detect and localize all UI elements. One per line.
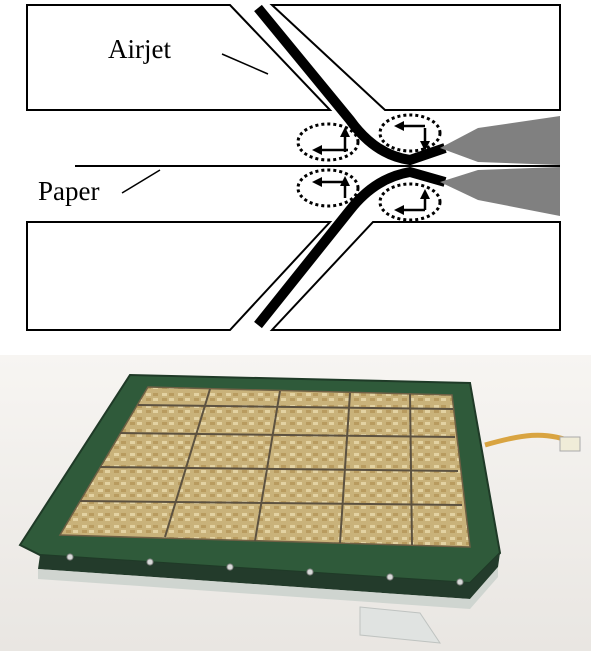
airjet-label: Airjet [108,34,171,64]
upper-gas-plume [440,116,560,165]
upper-airjet-channel [254,4,447,165]
airjet-tile-array [58,386,471,548]
vortex-arrow-icon [312,176,350,198]
acrylic-base [38,567,498,609]
airjet-leader-line [221,53,269,75]
airjet-array-photo [0,355,591,651]
paper-label: Paper [38,176,100,206]
vortex-lower-right [378,182,442,222]
acrylic-stand [359,606,442,644]
vortex-arrow-icon [394,189,430,215]
cable-connector [559,436,581,452]
upper-block-left [26,4,333,111]
tile-grid-lines [79,388,463,546]
lower-airjet-channel [254,167,447,329]
lower-block-left [26,221,333,331]
lower-gas-plume [440,167,560,216]
board-side-rail [38,553,500,599]
upper-block-right [269,4,561,111]
paper-leader-line [121,169,161,194]
vortex-upper-right [378,113,442,153]
lower-block-right [269,221,561,331]
vortex-upper-left [296,122,360,162]
vortex-lower-left [296,168,360,208]
board-bolts [66,553,464,586]
vortex-arrow-icon [394,121,430,151]
vortex-arrow-icon [312,127,350,155]
